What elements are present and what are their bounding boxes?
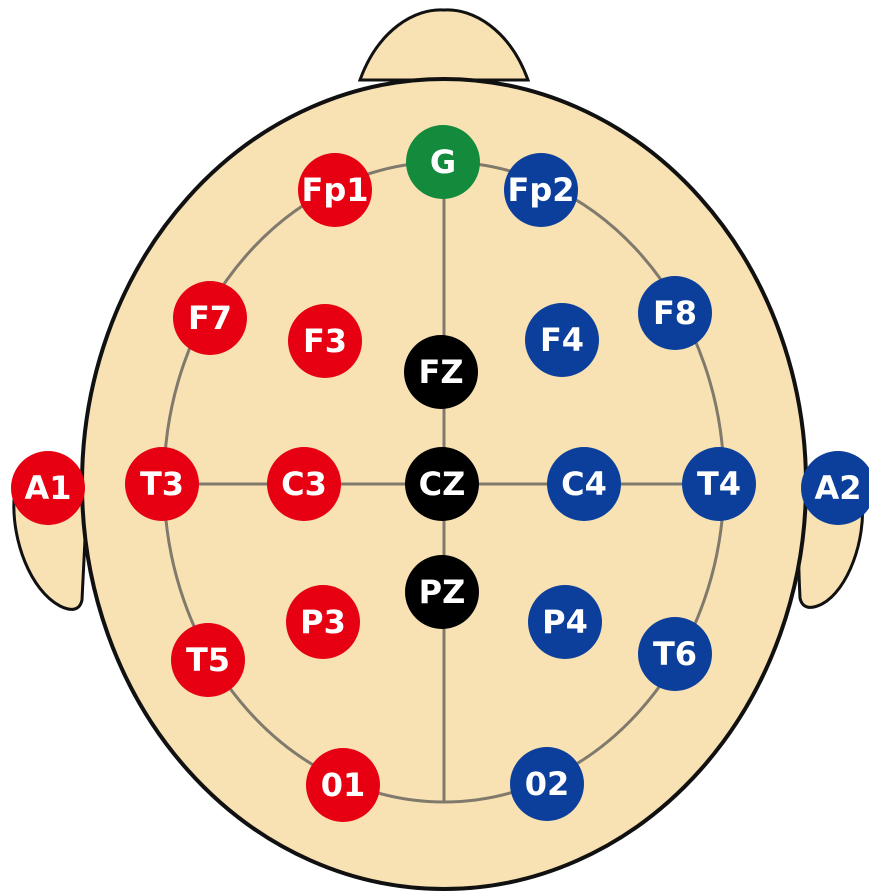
electrode-fp2-label: Fp2 [507,171,574,209]
electrode-p4-marker [528,585,602,659]
electrode-a2-label: A2 [814,469,861,507]
electrode-t3-label: T3 [140,465,184,503]
electrode-p3[interactable]: P3 [286,585,360,659]
electrode-g-marker [406,125,480,199]
electrode-g-label: G [430,143,456,181]
electrode-t4[interactable]: T4 [682,447,756,521]
electrode-f8-marker [638,276,712,350]
electrode-a2[interactable]: A2 [801,451,869,525]
electrode-fp1-label: Fp1 [301,171,368,209]
electrode-f3-label: F3 [303,322,347,360]
electrode-t6-label: T6 [653,635,697,673]
electrodes: Fp1 G Fp2 F7 F3 FZ F4 [11,125,869,822]
electrode-fz-label: FZ [418,353,463,391]
electrode-pz[interactable]: PZ [405,555,479,629]
electrode-p3-label: P3 [300,603,346,641]
electrode-t5[interactable]: T5 [171,623,245,697]
electrode-c4[interactable]: C4 [547,447,621,521]
electrode-pz-label: PZ [419,573,466,611]
electrode-fz[interactable]: FZ [404,335,478,409]
electrode-f7-label: F7 [188,299,232,337]
electrode-02-label: 02 [525,765,570,803]
electrode-a1-marker [11,451,85,525]
electrode-p4-label: P4 [542,603,588,641]
electrode-a2-marker [801,451,869,525]
electrode-t6-marker [638,617,712,691]
electrode-fp2-marker [504,153,578,227]
electrode-f4[interactable]: F4 [525,303,599,377]
electrode-f3[interactable]: F3 [288,304,362,378]
electrode-t6[interactable]: T6 [638,617,712,691]
electrode-p4[interactable]: P4 [528,585,602,659]
electrode-g[interactable]: G [406,125,480,199]
electrode-f7[interactable]: F7 [173,281,247,355]
electrode-f4-label: F4 [540,321,584,359]
electrode-fz-marker [404,335,478,409]
electrode-t3[interactable]: T3 [125,447,199,521]
electrode-t3-marker [125,447,199,521]
electrode-01-label: 01 [321,766,366,804]
electrode-c3-label: C3 [281,465,327,503]
electrode-c3[interactable]: C3 [267,447,341,521]
electrode-p3-marker [286,585,360,659]
nose [357,8,531,82]
electrode-t4-label: T4 [697,465,741,503]
electrode-pz-marker [405,555,479,629]
electrode-t5-label: T5 [186,641,230,679]
electrode-01[interactable]: 01 [306,748,380,822]
electrode-f7-marker [173,281,247,355]
electrode-cz[interactable]: CZ [405,447,479,521]
electrode-t4-marker [682,447,756,521]
electrode-c3-marker [267,447,341,521]
electrode-f4-marker [525,303,599,377]
electrode-cz-marker [405,447,479,521]
electrode-fp2[interactable]: Fp2 [504,153,578,227]
electrode-f3-marker [288,304,362,378]
electrode-f8[interactable]: F8 [638,276,712,350]
electrode-cz-label: CZ [419,465,466,503]
electrode-c4-label: C4 [561,465,607,503]
electrode-01-marker [306,748,380,822]
electrode-02[interactable]: 02 [510,747,584,821]
electrode-fp1[interactable]: Fp1 [298,153,372,227]
electrode-c4-marker [547,447,621,521]
electrode-t5-marker [171,623,245,697]
electrode-02-marker [510,747,584,821]
electrode-f8-label: F8 [653,294,697,332]
electrode-fp1-marker [298,153,372,227]
electrode-a1-label: A1 [24,469,71,507]
electrode-a1[interactable]: A1 [11,451,85,525]
